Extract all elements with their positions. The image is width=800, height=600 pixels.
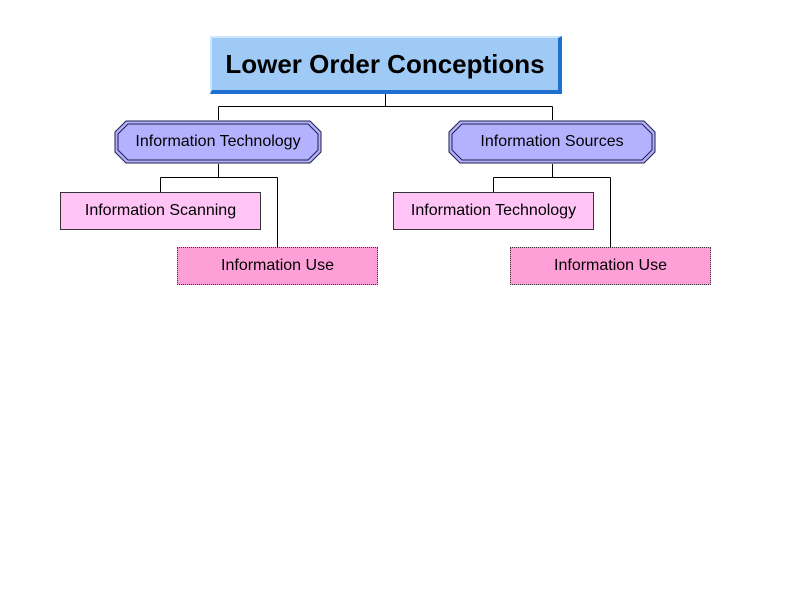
leaf-node-information-technology: Information Technology [393,192,594,230]
leaf-node-label: Information Use [221,257,334,274]
branch-node-label: Information Technology [135,133,301,150]
branch-node-label: Information Sources [480,133,624,150]
branch-node-information-sources: Information Sources [448,120,656,164]
octagon-shape [114,120,322,164]
root-node: Lower Order Conceptions [210,36,562,94]
leaf-node-information-use-right: Information Use [510,247,711,285]
octagon-shape [448,120,656,164]
leaf-node-label: Information Scanning [84,202,237,219]
leaf-node-information-scanning: Information Scanning [60,192,261,230]
root-node-label: Lower Order Conceptions [225,48,545,79]
leaf-node-label: Information Technology [410,202,577,219]
branch-node-information-technology: Information Technology [114,120,322,164]
leaf-node-label: Information Use [554,257,667,274]
leaf-node-information-use-left: Information Use [177,247,378,285]
